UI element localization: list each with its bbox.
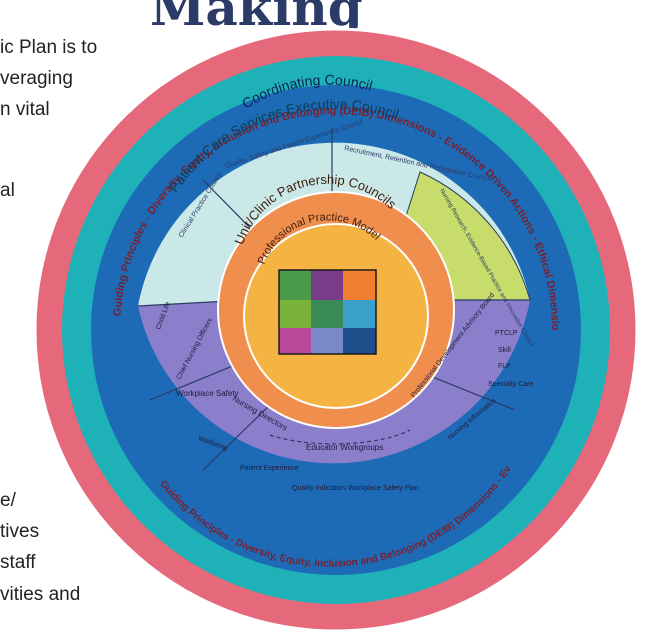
body-text-line: tives	[0, 521, 40, 542]
body-text-line: n vital	[0, 99, 50, 120]
council-label: Patient Experience	[240, 465, 299, 472]
council-label: Quality Indicators Workplace Safety Plan	[292, 485, 419, 492]
council-label: PTCLP	[495, 330, 518, 337]
body-text-line: ic Plan is to	[0, 37, 98, 58]
council-label: FLP	[498, 363, 511, 370]
council-label: Educator Workgroups	[306, 443, 383, 452]
council-label: Skill	[498, 347, 511, 354]
body-text-line: vities and	[0, 584, 81, 605]
puzzle-icon	[278, 269, 377, 355]
council-label: Workplace Safety	[176, 389, 239, 398]
body-text-line: al	[0, 180, 15, 201]
council-label: Specialty Care	[488, 381, 534, 388]
body-text-line: staff	[0, 552, 36, 573]
body-text-line: veraging	[0, 68, 73, 89]
body-text-line: e/	[0, 490, 16, 511]
